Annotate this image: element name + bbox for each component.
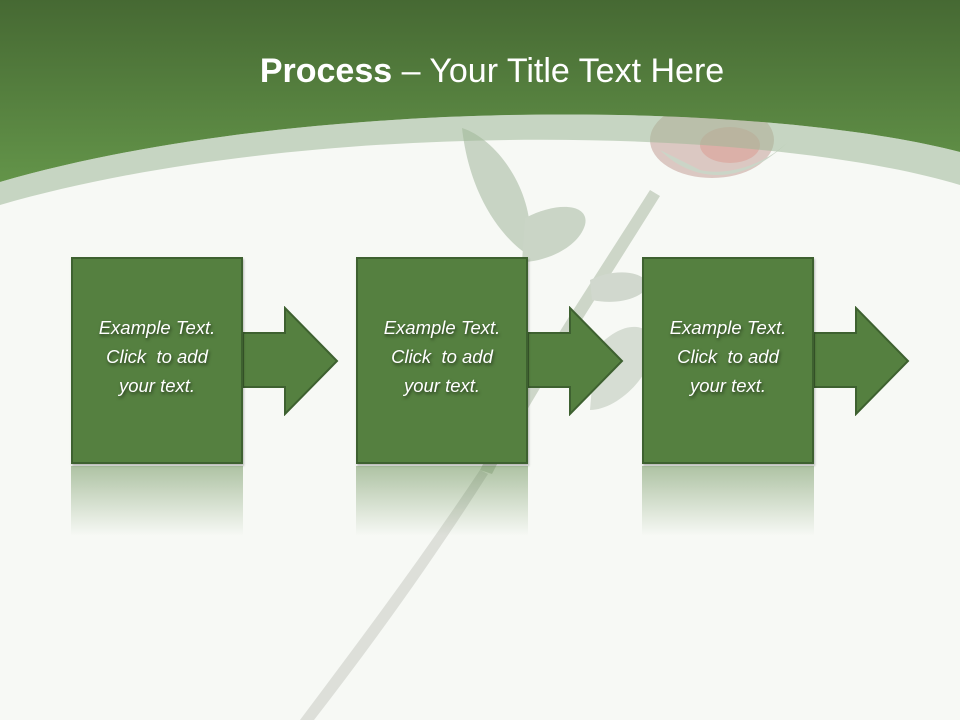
step-text[interactable]: Example Text. Click to add your text.: [358, 313, 526, 400]
title-rest: – Your Title Text Here: [392, 52, 725, 90]
right-arrow-icon: [814, 306, 910, 416]
title-bold: Process: [259, 52, 393, 90]
step-text-line: Example Text.: [669, 317, 787, 338]
step-text-line: your text.: [689, 375, 767, 396]
step-box[interactable]: Example Text. Click to add your text.: [71, 257, 243, 464]
step-text-line: Click to add: [391, 346, 493, 367]
step-box[interactable]: Example Text. Click to add your text.: [642, 257, 814, 464]
step-text-line: Example Text.: [98, 317, 216, 338]
step-reflection: [642, 466, 814, 536]
step-text[interactable]: Example Text. Click to add your text.: [644, 313, 812, 400]
page-title: Process – Your Title Text Here: [0, 52, 960, 91]
step-box[interactable]: Example Text. Click to add your text.: [356, 257, 528, 464]
step-text-line: Click to add: [677, 346, 779, 367]
right-arrow-icon: [528, 306, 624, 416]
step-text-line: Example Text.: [383, 317, 501, 338]
step-reflection: [356, 466, 528, 536]
step-text-line: your text.: [118, 375, 196, 396]
step-text-line: your text.: [403, 375, 481, 396]
right-arrow-icon: [243, 306, 339, 416]
step-reflection: [71, 466, 243, 536]
step-text-line: Click to add: [106, 346, 208, 367]
step-text[interactable]: Example Text. Click to add your text.: [73, 313, 241, 400]
